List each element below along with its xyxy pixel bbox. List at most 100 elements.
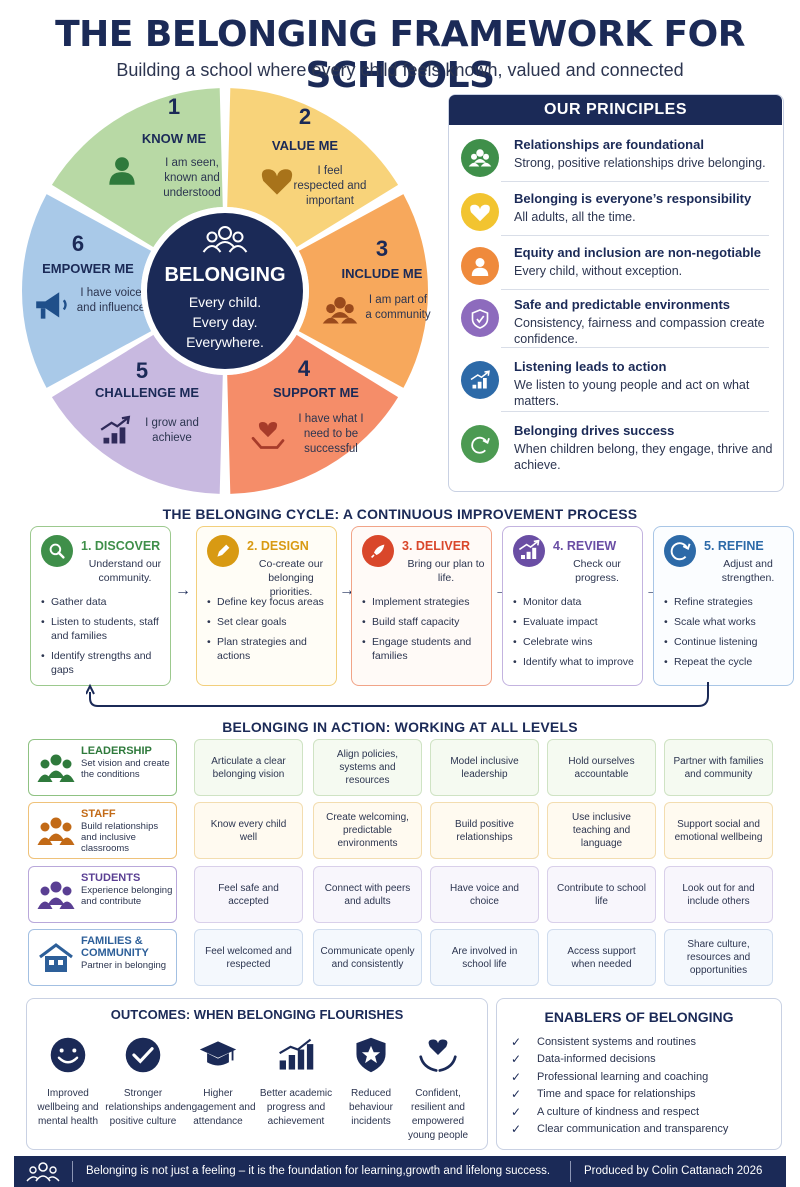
cycle-heading: THE BELONGING CYCLE: A CONTINUOUS IMPROV… (162, 506, 638, 522)
outcome-item: Reduced behaviour incidents (332, 1035, 410, 1129)
enabler-label: Consistent systems and routines (537, 1035, 696, 1048)
principle-desc: We listen to young people and act on wha… (514, 378, 750, 408)
principle-icon-badge (461, 247, 499, 285)
cycle-step-list-item: Identify what to improve (513, 655, 641, 669)
principle-icon-badge (461, 361, 499, 399)
growth-chart-icon (100, 415, 131, 444)
refresh-icon (670, 542, 691, 561)
wheel-segment-2 (227, 88, 399, 248)
wheel-segment-title: KNOW ME (142, 131, 207, 146)
level-name: FAMILIES & COMMUNITY (81, 935, 149, 959)
principle-desc: All adults, all the time. (514, 210, 636, 224)
person-icon (109, 157, 135, 185)
person-icon (471, 258, 489, 276)
level-action-cell: Connect with peers and adults (313, 866, 422, 923)
level-action-cell: Support social and emotional wellbeing (664, 802, 773, 859)
cycle-step-icon-badge (207, 535, 239, 567)
principle-divider (501, 181, 769, 182)
footer-divider (570, 1161, 571, 1182)
cycle-step-title: 5. REFINE (704, 539, 764, 553)
cycle-icon (471, 436, 490, 454)
principle-divider (501, 289, 769, 290)
students-icon (37, 881, 75, 909)
cycle-step-subtitle: Check our progress. (573, 558, 621, 584)
principle-icon-badge (461, 299, 499, 337)
principle-title: Belonging is everyone’s responsibility (514, 191, 752, 206)
cycle-step-icon-badge (362, 535, 394, 567)
principle-desc: Strong, positive relationships drive bel… (514, 156, 766, 170)
level-action-cell: Create welcoming, predictable environmen… (313, 802, 422, 859)
principle-desc: When children belong, they engage, thriv… (514, 442, 773, 472)
level-action-cell: Use inclusive teaching and language (547, 802, 656, 859)
cycle-step-list-item: Build staff capacity (362, 615, 490, 629)
outcome-icon-wrap (198, 1035, 238, 1075)
cycle-step-list-item: Set clear goals (207, 615, 335, 629)
outcome-label: Confident, resilient and empowered young… (407, 1088, 469, 1141)
shield-icon (471, 309, 489, 329)
enablers-panel: ENABLERS OF BELONGING ✓ Consistent system… (496, 998, 782, 1150)
outcomes-heading: OUTCOMES: WHEN BELONGING FLOURISHES (110, 1007, 404, 1022)
wheel-centre (147, 213, 303, 369)
cycle-step-list-item: Evaluate impact (513, 615, 641, 629)
enablers-heading: ENABLERS OF BELONGING (544, 1009, 734, 1025)
principle-title: Belonging drives success (514, 423, 675, 438)
heart-icon (261, 169, 293, 195)
cycle-step-icon-badge (513, 535, 545, 567)
level-action-cell: Look out for and include others (664, 866, 773, 923)
check-icon: ✓ (511, 1122, 522, 1137)
leadership-icon (37, 754, 75, 782)
level-action-cell: Articulate a clear belonging vision (194, 739, 303, 796)
principle-title: Safe and predictable environments (514, 297, 731, 312)
wheel-segment-desc: respected and (294, 180, 367, 192)
wheel-centre-line: Everywhere. (186, 334, 264, 350)
graduation-cap-icon (199, 1041, 237, 1066)
wheel-segment-desc: understood (163, 187, 221, 199)
wheel-segment-number: 2 (299, 104, 311, 129)
enabler-label: Data-informed decisions (537, 1053, 656, 1066)
level-desc: Set vision and create the conditions (81, 758, 170, 780)
outcome-icon-wrap (351, 1035, 391, 1075)
wheel-segment-number: 1 (168, 94, 180, 119)
outcome-icon-wrap (276, 1035, 316, 1075)
wheel-segment-1 (51, 88, 223, 248)
chart-icon (470, 370, 490, 389)
principles-heading: OUR PRINCIPLES (449, 95, 782, 125)
check-icon: ✓ (511, 1052, 522, 1067)
staff-icon (37, 817, 75, 845)
smiley-icon (50, 1037, 86, 1073)
wheel-segment-number: 3 (376, 236, 388, 261)
cycle-step-list-item: Scale what works (664, 615, 792, 629)
bar-chart-icon (518, 539, 540, 559)
cycle-step-list: Monitor dataEvaluate impactCelebrate win… (513, 595, 641, 675)
outcome-label: Higher engagement and attendance (180, 1088, 256, 1127)
enabler-label: Professional learning and coaching (537, 1070, 709, 1083)
cycle-step-subtitle: Co-create our belonging priorities. (258, 558, 324, 598)
cycle-step-list-item: Plan strategies and actions (207, 635, 335, 663)
wheel-segment-desc: known and (164, 172, 220, 184)
level-action-cell: Access support when needed (547, 929, 656, 986)
cycle-step-title: 3. DELIVER (402, 539, 471, 553)
pencil-icon (217, 544, 230, 557)
enabler-item: ✓Professional learning and coaching (511, 1068, 728, 1086)
level-action-cell: Partner with families and community (664, 739, 773, 796)
wheel-segment-title: INCLUDE ME (342, 266, 423, 281)
principle-icon-badge (461, 193, 499, 231)
megaphone-icon (36, 292, 67, 319)
cycle-step-list-item: Monitor data (513, 595, 641, 609)
cycle-step-list-item: Identify strengths and gaps (41, 649, 169, 677)
cycle-step-list: Refine strategiesScale what worksContinu… (664, 595, 792, 675)
wheel-segment-desc: achieve (152, 432, 192, 444)
check-icon: ✓ (511, 1104, 522, 1119)
level-action-cell: Share culture, resources and opportuniti… (664, 929, 773, 986)
footer-divider (72, 1161, 73, 1182)
cycle-step-list: Gather dataListen to students, staff and… (41, 595, 169, 683)
enablers-list: ✓ Consistent systems and routines ✓ Data-in… (511, 1033, 728, 1138)
cycle-step-list: Define key focus areasSet clear goalsPla… (207, 595, 335, 669)
